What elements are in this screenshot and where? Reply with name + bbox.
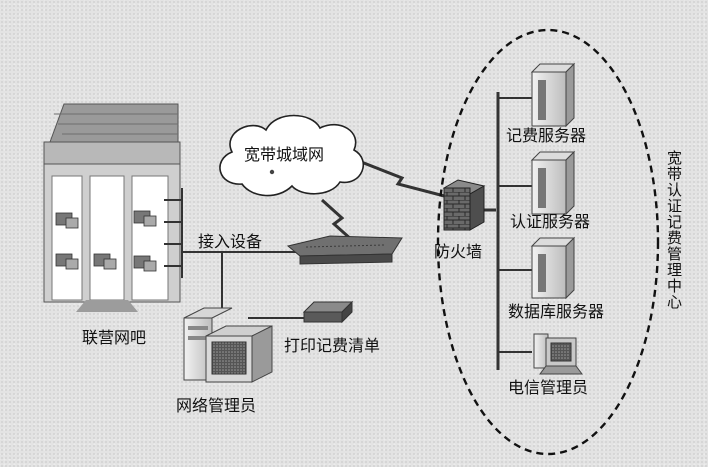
firewall-label: 防火墙: [434, 242, 483, 261]
print-billing-label: 打印记费清单: [284, 336, 381, 355]
cloud-label: 宽带城域网: [244, 145, 325, 164]
management-center-label: 宽带认证记费管理中心: [665, 150, 683, 310]
network-admin-label: 网络管理员: [176, 396, 257, 415]
access-switch-icon: [286, 235, 403, 265]
tower-server-icon: [530, 150, 576, 216]
netbar-label: 联营网吧: [82, 328, 147, 347]
connection-lines: [182, 92, 532, 370]
database-server-label: 数据库服务器: [508, 302, 605, 321]
netbar-building-icon: [43, 103, 181, 312]
cloud-icon: [219, 114, 365, 197]
workstation-icon: [533, 333, 583, 375]
building-cabling: [164, 188, 183, 278]
printer-icon: [302, 300, 354, 324]
billing-server-label: 记费服务器: [506, 126, 587, 145]
telecom-admin-label: 电信管理员: [508, 378, 589, 397]
workstation-icon: [183, 307, 273, 383]
management-center-boundary: [436, 28, 660, 456]
access-device-label: 接入设备: [198, 232, 263, 251]
auth-server-label: 认证服务器: [510, 212, 591, 231]
tower-server-icon: [530, 236, 576, 300]
tower-server-icon: [530, 62, 576, 128]
brick-firewall-icon: [442, 179, 486, 231]
